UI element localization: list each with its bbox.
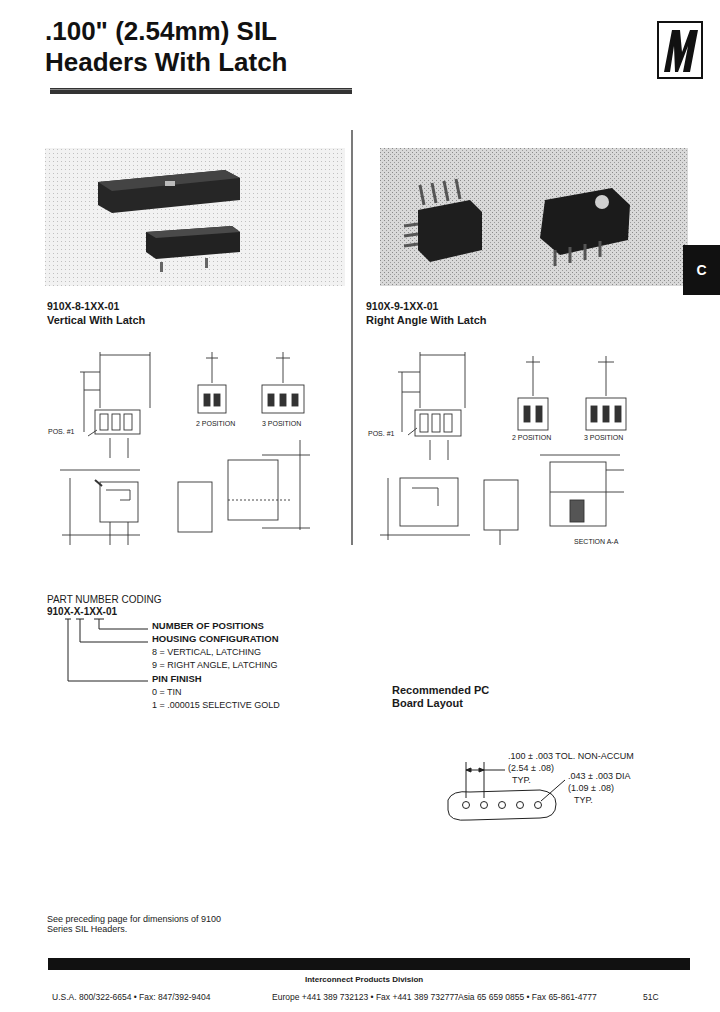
coding-option: 9 = RIGHT ANGLE, LATCHING xyxy=(152,660,277,670)
coding-field: HOUSING CONFIGURATION xyxy=(152,634,279,645)
page-title: .100" (2.54mm) SIL Headers With Latch xyxy=(45,16,360,78)
part-number: 910X-8-1XX-01 xyxy=(47,300,119,312)
dimension: TYP. xyxy=(574,795,593,805)
coding-option: 8 = VERTICAL, LATCHING xyxy=(152,647,261,657)
section-tab: C xyxy=(683,245,720,295)
dimension: .043 ± .003 DIA xyxy=(568,771,630,781)
page-number: 51C xyxy=(643,993,659,1003)
title-rule xyxy=(50,88,352,94)
product-photo-vertical xyxy=(45,148,345,286)
contact-info: Asia 65 659 0855 • Fax 65-861-4777 xyxy=(458,993,597,1003)
pcb-layout-drawing xyxy=(448,762,565,820)
product-photo-right-angle xyxy=(380,148,688,286)
coding-option: 1 = .000015 SELECTIVE GOLD xyxy=(152,700,280,710)
part-number: 910X-9-1XX-01 xyxy=(366,300,438,312)
part-number-template: 910X-X-1XX-01 xyxy=(47,606,117,618)
coding-field: PIN FINISH xyxy=(152,674,202,685)
contact-info: U.S.A. 800/322-6654 • Fax: 847/392-9404 xyxy=(52,993,210,1003)
company-logo xyxy=(658,22,702,78)
right-angle-header-drawing xyxy=(380,352,626,545)
coding-heading: PART NUMBER CODING xyxy=(47,594,161,606)
footnote: See preceding page for dimensions of 910… xyxy=(47,914,222,935)
view-label: 2 POSITION xyxy=(512,434,551,442)
callout-text: POS. #1 xyxy=(368,430,394,438)
view-label: 3 POSITION xyxy=(584,434,623,442)
part-number-brackets xyxy=(65,619,148,681)
view-label: 2 POSITION xyxy=(196,420,235,428)
dimension: (2.54 ± .08) xyxy=(508,763,554,773)
division-name: Interconnect Products Division xyxy=(305,975,423,984)
column-divider xyxy=(351,130,352,545)
layout-heading: Recommended PC Board Layout xyxy=(392,684,502,709)
coding-field: NUMBER OF POSITIONS xyxy=(152,621,264,632)
view-label: 3 POSITION xyxy=(262,420,301,428)
callout-text: POS. #1 xyxy=(48,428,74,436)
tab-letter: C xyxy=(696,262,706,278)
vertical-header-drawing xyxy=(60,352,310,545)
dimension: (1.09 ± .08) xyxy=(568,783,614,793)
product-caption: Vertical With Latch xyxy=(47,314,145,327)
coding-option: 0 = TIN xyxy=(152,687,182,697)
section-label: SECTION A-A xyxy=(574,538,618,546)
product-caption: Right Angle With Latch xyxy=(366,314,486,327)
dimension: TYP. xyxy=(512,775,531,785)
dimension: .100 ± .003 TOL. NON-ACCUM xyxy=(508,751,634,761)
contact-info: Europe +441 389 732123 • Fax +441 389 73… xyxy=(272,993,459,1003)
footer-bar xyxy=(48,958,690,970)
